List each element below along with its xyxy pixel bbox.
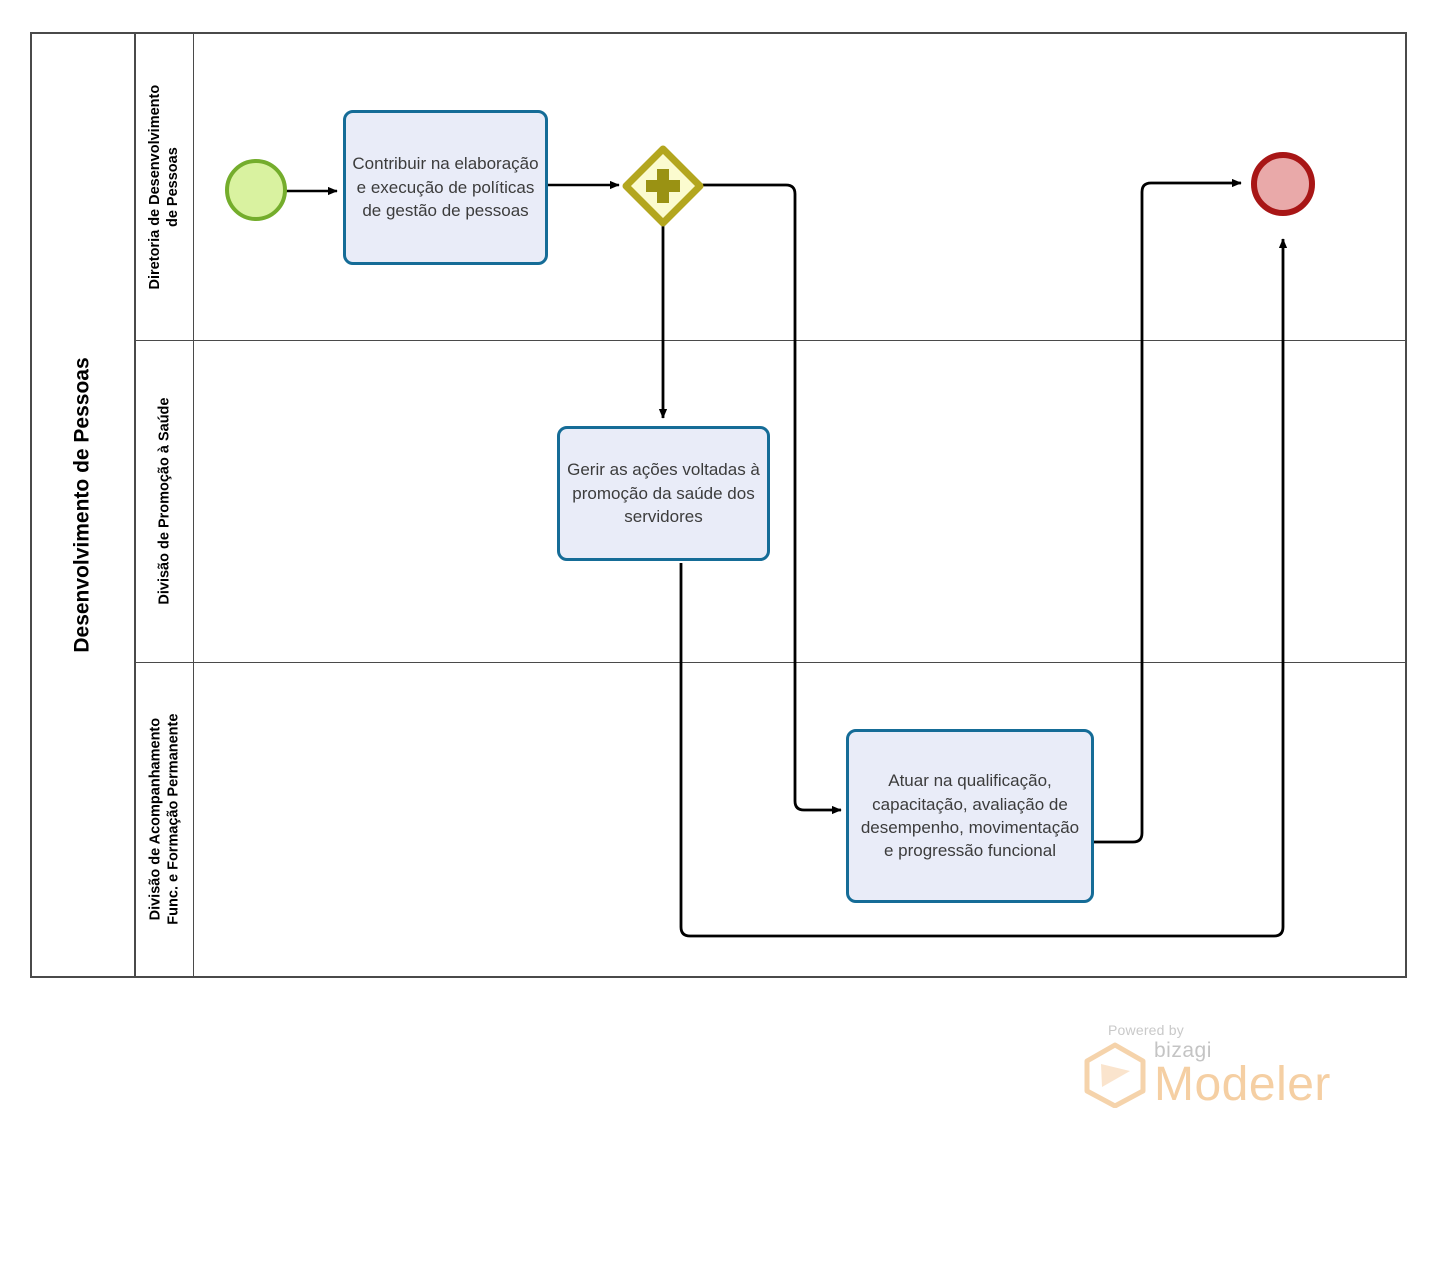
lane-label-promocao-saude: Divisão de Promoção à Saúde: [156, 397, 173, 605]
powered-by-label: Powered by: [1108, 1022, 1184, 1038]
lane-divider-2: [136, 662, 1407, 663]
parallel-gateway[interactable]: [622, 145, 704, 227]
end-event[interactable]: [1251, 152, 1315, 216]
bizagi-logo-icon: [1084, 1042, 1146, 1108]
bizagi-brand-label: bizagi: [1154, 1039, 1212, 1062]
start-event[interactable]: [225, 159, 287, 221]
task-label: Contribuir na elaboração e execução de p…: [352, 154, 539, 221]
task-atuar-qualificacao[interactable]: Atuar na qualificação, capacitação, aval…: [846, 729, 1094, 903]
pool-header[interactable]: Desenvolvimento de Pessoas: [32, 34, 136, 976]
plus-icon: [646, 169, 680, 203]
modeler-product-label: Modeler: [1154, 1058, 1331, 1111]
task-contribuir-politicas[interactable]: Contribuir na elaboração e execução de p…: [343, 110, 548, 265]
lane-divider-1: [136, 340, 1407, 341]
pool-title: Desenvolvimento de Pessoas: [71, 357, 95, 653]
lane-header-promocao-saude[interactable]: Divisão de Promoção à Saúde: [136, 340, 194, 662]
task-gerir-acoes-saude[interactable]: Gerir as ações voltadas à promoção da sa…: [557, 426, 770, 561]
task-label: Gerir as ações voltadas à promoção da sa…: [567, 460, 760, 527]
gateway-shape: [622, 145, 704, 227]
task-label: Atuar na qualificação, capacitação, aval…: [860, 771, 1080, 861]
bizagi-watermark: Powered by bizagi Modeler: [1084, 1022, 1331, 1108]
